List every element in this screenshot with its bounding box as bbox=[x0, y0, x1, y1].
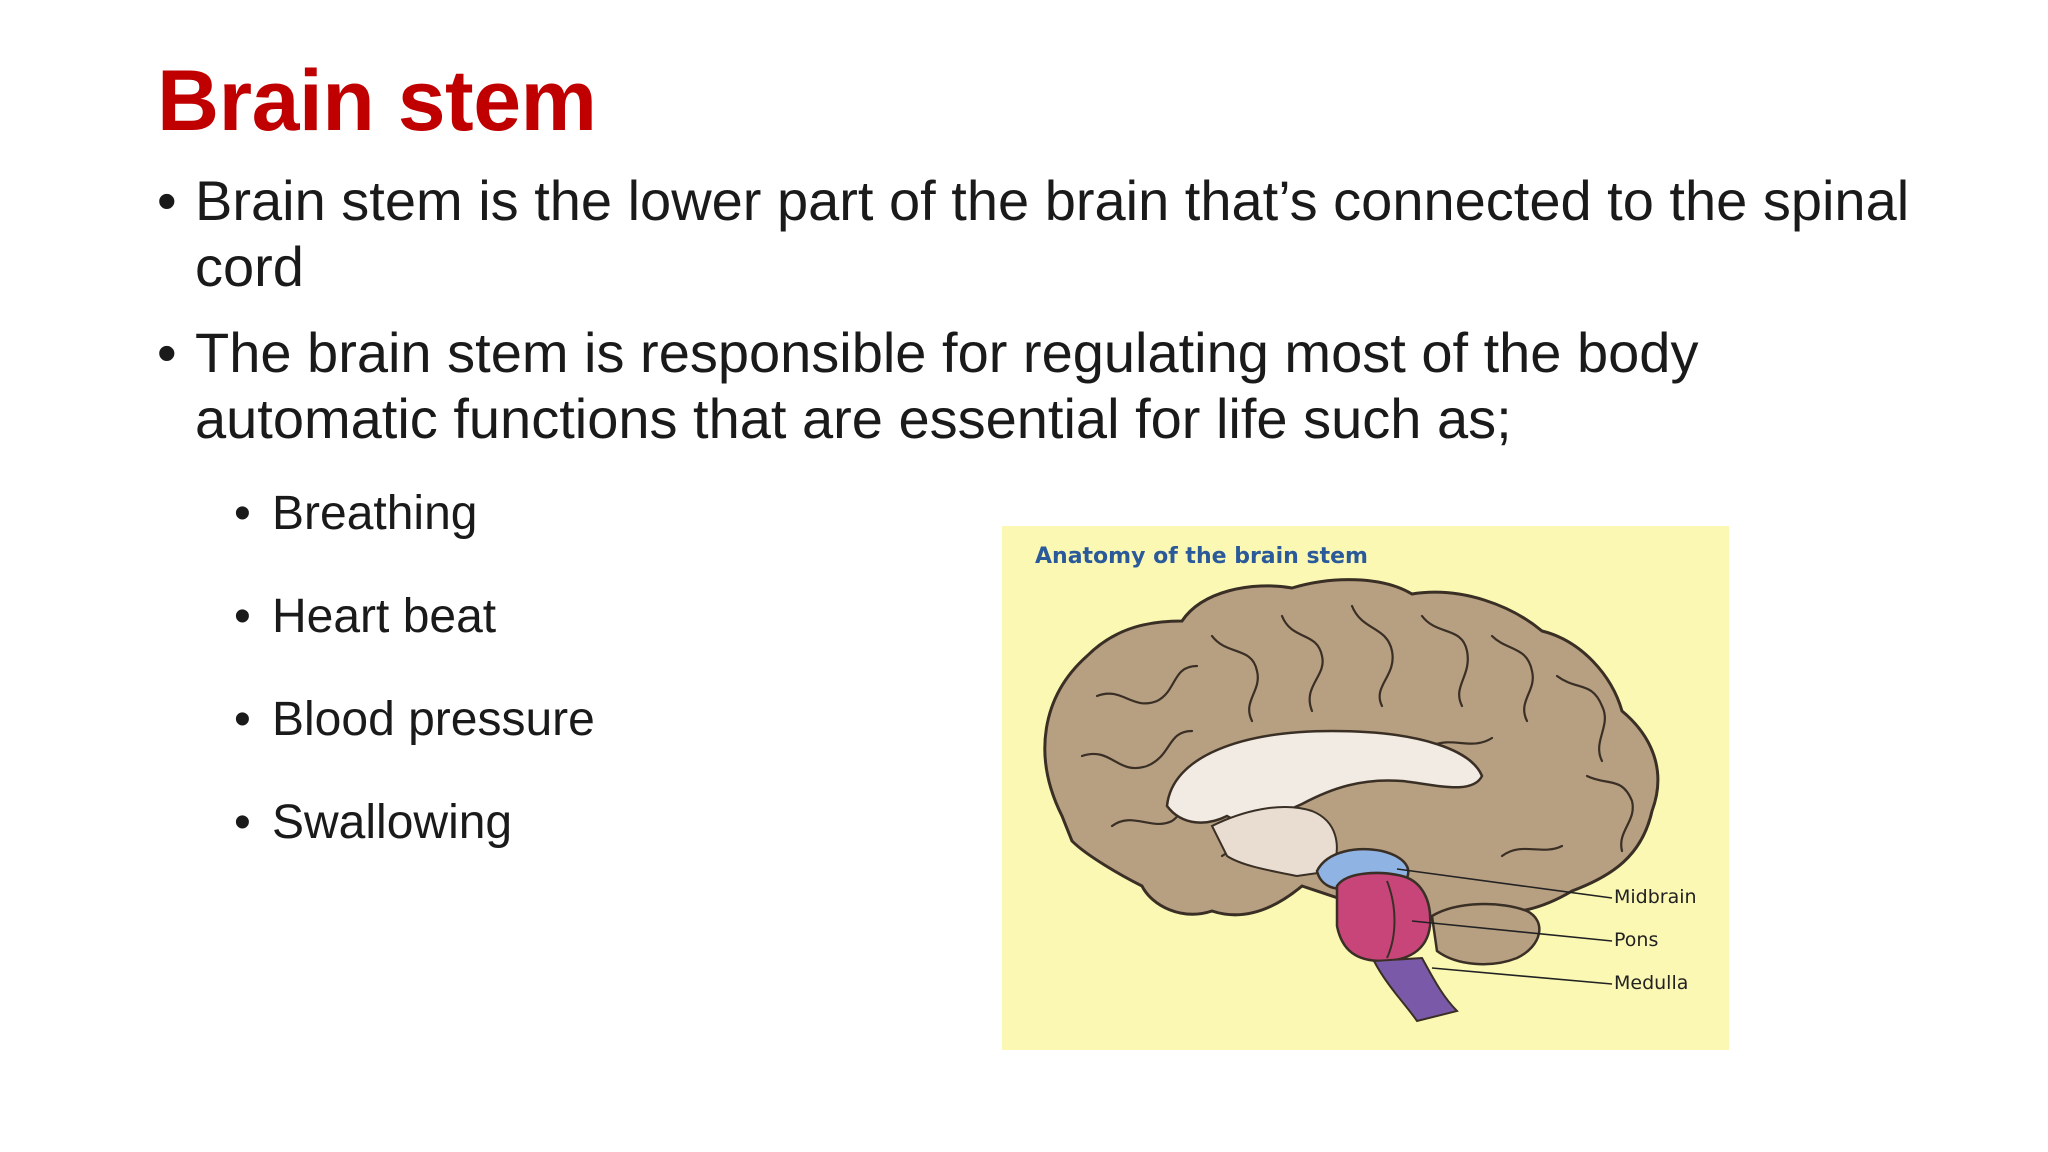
main-bullet-list: • Brain stem is the lower part of the br… bbox=[157, 168, 1917, 472]
label-leader-lines bbox=[1396, 868, 1613, 985]
label-midbrain: Midbrain bbox=[1614, 886, 1697, 908]
sub-bullet-list: • Breathing • Heart beat • Blood pressure •… bbox=[234, 484, 595, 896]
sub-bullet-item: • Swallowing bbox=[234, 793, 595, 853]
slide-title: Brain stem bbox=[157, 53, 597, 149]
label-medulla: Medulla bbox=[1614, 972, 1689, 994]
figure-title: Anatomy of the brain stem bbox=[1035, 544, 1368, 569]
bullet-item: • Brain stem is the lower part of the br… bbox=[157, 168, 1917, 300]
brain-stem-diagram: Anatomy of the brain stem Midbrain Pons … bbox=[1002, 526, 1729, 1050]
sub-bullet-item: • Blood pressure bbox=[234, 690, 595, 750]
sub-bullet-text: Breathing bbox=[272, 487, 478, 540]
sub-bullet-text: Blood pressure bbox=[272, 693, 595, 746]
bullet-text: Brain stem is the lower part of the brai… bbox=[195, 169, 1910, 298]
thalamus-region bbox=[1210, 805, 1338, 878]
sub-bullet-item: • Heart beat bbox=[234, 587, 595, 647]
bullet-glyph: • bbox=[234, 796, 251, 849]
bullet-glyph: • bbox=[234, 590, 251, 643]
bullet-glyph: • bbox=[157, 169, 177, 232]
bullet-text: The brain stem is responsible for regula… bbox=[195, 321, 1699, 450]
bullet-glyph: • bbox=[234, 487, 251, 540]
bullet-glyph: • bbox=[234, 693, 251, 746]
bullet-glyph: • bbox=[157, 321, 177, 384]
sub-bullet-item: • Breathing bbox=[234, 484, 595, 544]
pons-divider bbox=[1386, 880, 1396, 959]
pons bbox=[1335, 871, 1432, 963]
bullet-item: • The brain stem is responsible for regu… bbox=[157, 320, 1917, 452]
cerebellum bbox=[1430, 902, 1541, 966]
sub-bullet-text: Heart beat bbox=[272, 590, 497, 643]
label-pons: Pons bbox=[1614, 929, 1659, 951]
brain-illustration bbox=[1043, 578, 1660, 1023]
medulla bbox=[1372, 956, 1459, 1023]
sub-bullet-text: Swallowing bbox=[272, 796, 513, 849]
